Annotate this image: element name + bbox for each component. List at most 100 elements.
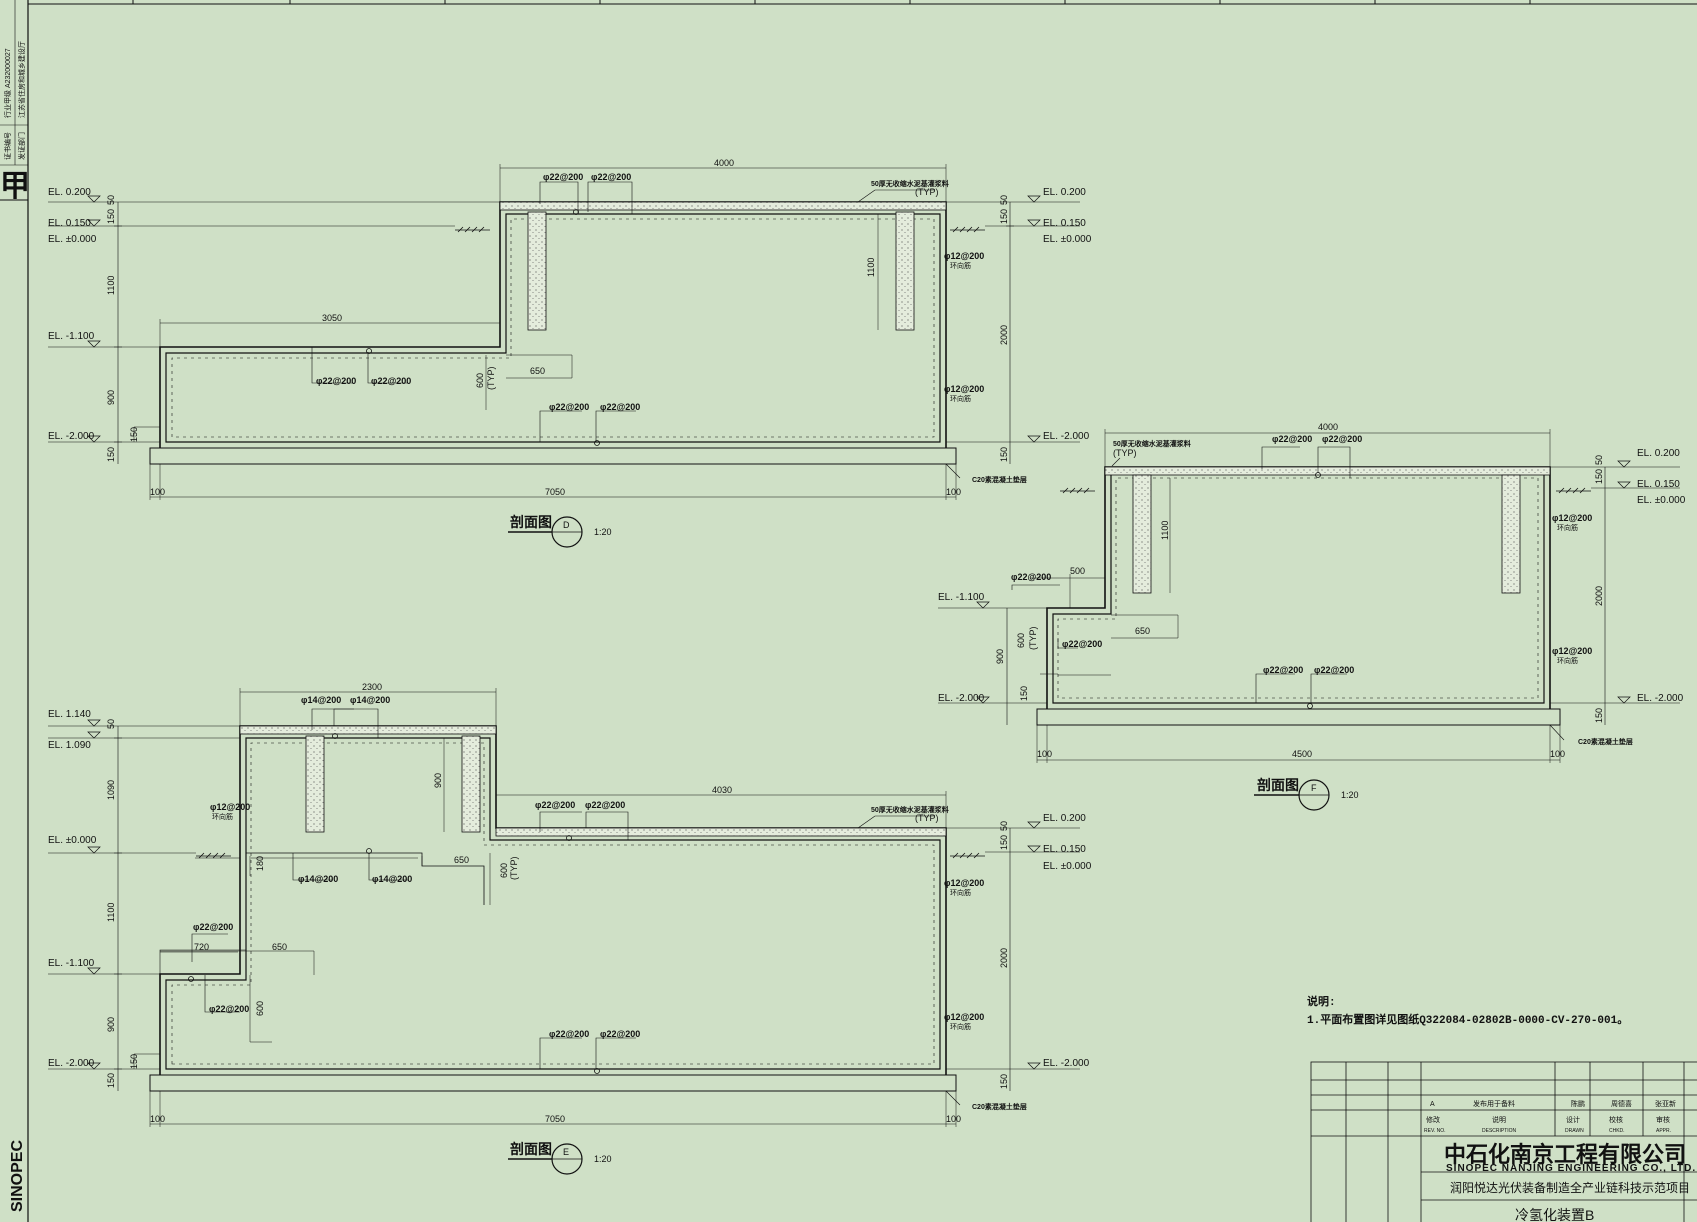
f-dim-150: 150	[1019, 686, 1029, 701]
e-rebar-7: φ14@200	[372, 874, 412, 884]
notes: 说明: 1.平面布置图详见图纸Q322084-02802B-0000-CV-27…	[1307, 994, 1628, 1027]
f-dim-600: 600	[1016, 633, 1026, 648]
f-el-m2000l: EL. -2.000	[938, 693, 985, 704]
e-rebar-11: φ22@200	[600, 1029, 640, 1039]
section-e-text: EL. 1.140 EL. 1.090 EL. ±0.000 EL. -1.10…	[48, 682, 1092, 1164]
d-dim-150a: 150	[106, 447, 116, 462]
f-title: 剖面图	[1257, 777, 1299, 793]
dept-value: 江苏省住房和城乡建设厅	[17, 41, 26, 118]
project-name: 润阳悦达光伏装备制造全产业链科技示范项目	[1450, 1180, 1690, 1195]
d-dim-1100b: 1100	[866, 258, 876, 277]
e-el-1140: EL. 1.140	[48, 709, 91, 720]
e-rebar-13b: 环向筋	[950, 1022, 971, 1031]
f-rebar-8b: 环向筋	[1557, 656, 1578, 665]
d-dim-50: 50	[106, 195, 116, 205]
section-f	[938, 429, 1680, 811]
d-dim-650: 650	[530, 366, 545, 376]
e-rebar-9: φ22@200	[209, 1004, 249, 1014]
d-scale: 1:20	[594, 527, 612, 537]
e-dim-650b: 650	[272, 942, 287, 952]
e-rebar-6: φ14@200	[298, 874, 338, 884]
tb-checked: 周德喜	[1611, 1099, 1632, 1108]
e-dim-150rb: 150	[999, 1074, 1009, 1089]
e-dim-4030: 4030	[712, 785, 732, 795]
tb-h-desc: 说明	[1492, 1115, 1506, 1124]
f-el-m1100: EL. -1.100	[938, 592, 985, 603]
f-c20: C20素混凝土垫层	[1578, 737, 1633, 746]
d-dim-150c: 150	[106, 209, 116, 224]
e-dim-7050: 7050	[545, 1114, 565, 1124]
d-el-0000: EL. ±0.000	[48, 234, 97, 245]
tb-h-rev-en: REV. NO.	[1424, 1128, 1446, 1134]
section-f-text: EL. 0.200 EL. 0.150 EL. ±0.000 EL. -2.00…	[938, 422, 1686, 800]
d-dim-50r: 50	[999, 195, 1009, 205]
d-dim-2000: 2000	[999, 325, 1009, 345]
section-d-text: EL. 0.200 EL. 0.150 EL. ±0.000 EL. -1.10…	[48, 158, 1092, 537]
f-el-0150: EL. 0.150	[1637, 479, 1680, 490]
d-el-m1100: EL. -1.100	[48, 331, 95, 342]
e-rebar-5: φ22@200	[585, 800, 625, 810]
section-e	[48, 688, 1080, 1175]
d-el-m2000: EL. -2.000	[48, 431, 95, 442]
e-rebar-4: φ22@200	[535, 800, 575, 810]
f-scale: 1:20	[1341, 790, 1359, 800]
e-rebar-13: φ12@200	[944, 1012, 984, 1022]
f-dim-2000: 2000	[1594, 586, 1604, 606]
e-typ: (TYP)	[509, 856, 519, 880]
f-rebar-4: φ22@200	[1062, 639, 1102, 649]
tb-h-appr: 审核	[1656, 1115, 1670, 1124]
d-dim-150r: 150	[999, 209, 1009, 224]
d-dim-150rb: 150	[999, 447, 1009, 462]
d-rebar-5: φ22@200	[549, 402, 589, 412]
e-dim-2000: 2000	[999, 948, 1009, 968]
f-rebar-2: φ22@200	[1322, 434, 1362, 444]
e-dim-1090: 1090	[106, 780, 116, 800]
company-name: 中石化南京工程有限公司	[1444, 1142, 1686, 1167]
f-dim-650: 650	[1135, 626, 1150, 636]
e-dim-50r: 50	[999, 821, 1009, 831]
d-el-0150: EL. 0.150	[48, 218, 91, 229]
e-dim-600b: 600	[255, 1001, 265, 1016]
unit-name: 冷氢化装置B	[1515, 1207, 1594, 1222]
d-el-rm2000: EL. -2.000	[1043, 431, 1090, 442]
e-el-1090: EL. 1.090	[48, 740, 91, 751]
e-dim-600a: 600	[499, 863, 509, 878]
d-rebar-3: φ22@200	[316, 376, 356, 386]
d-el-r0200: EL. 0.200	[1043, 187, 1086, 198]
f-dim-4000: 4000	[1318, 422, 1338, 432]
e-dim-900v: 900	[433, 773, 443, 788]
e-dim-650a: 650	[454, 855, 469, 865]
f-dim-100a: 100	[1037, 749, 1052, 759]
d-dim-3050: 3050	[322, 313, 342, 323]
f-note-typ: (TYP)	[1113, 448, 1137, 458]
cert-label: 证书编号	[3, 132, 12, 160]
d-mark: D	[563, 520, 570, 530]
d-rebar-8: φ12@200	[944, 384, 984, 394]
left-strip: 证书编号 行业甲级 A232000027 发证部门 江苏省住房和城乡建设厅 甲 …	[0, 41, 30, 1212]
f-mark: F	[1311, 783, 1317, 793]
e-rebar-3b: 环向筋	[212, 812, 233, 821]
e-dim-50: 50	[106, 719, 116, 729]
e-el-m1100: EL. -1.100	[48, 958, 95, 969]
f-rebar-8: φ12@200	[1552, 646, 1592, 656]
tb-drawn: 陈鹏	[1571, 1099, 1585, 1108]
d-rebar-1: φ22@200	[543, 172, 583, 182]
notes-line1: 1.平面布置图详见图纸Q322084-02802B-0000-CV-270-00…	[1307, 1012, 1628, 1027]
f-dim-150r: 150	[1594, 469, 1604, 484]
tb-approved: 张亚新	[1655, 1099, 1676, 1108]
tb-h-chkd-en: CHKD.	[1609, 1128, 1625, 1134]
tb-rev-desc: 发布用于备料	[1473, 1099, 1515, 1108]
f-dim-900: 900	[995, 649, 1005, 664]
cert-value: 行业甲级 A232000027	[3, 48, 12, 118]
grade-stamp: 甲	[0, 170, 30, 203]
d-dim-900: 900	[106, 390, 116, 405]
e-dim-150r: 150	[999, 835, 1009, 850]
e-dim-180: 180	[255, 856, 265, 871]
dept-label: 发证部门	[17, 132, 26, 160]
e-c20: C20素混凝土垫层	[972, 1102, 1027, 1111]
tb-h-rev: 修改	[1426, 1115, 1440, 1124]
f-typ: (TYP)	[1028, 626, 1038, 650]
d-el-r0000: EL. ±0.000	[1043, 234, 1092, 245]
